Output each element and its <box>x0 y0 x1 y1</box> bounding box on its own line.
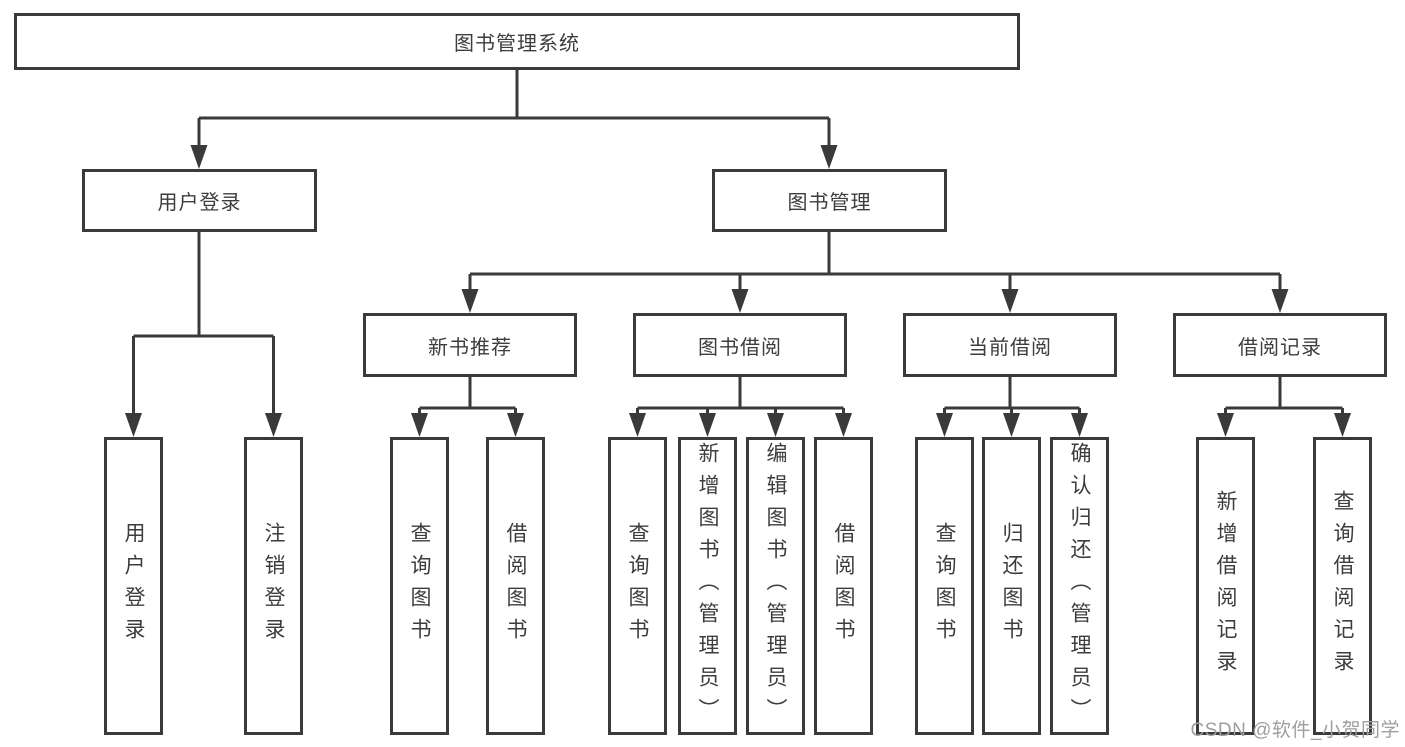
node-label: 借阅记录 <box>1238 336 1322 359</box>
node-label: 用户登录 <box>157 192 242 214</box>
leaf-borrow-books-recommend: 借阅图书 <box>486 437 545 735</box>
leaf-add-borrow-record: 新增借阅记录 <box>1196 437 1255 735</box>
node-root-library-system: 图书管理系统 <box>14 13 1020 70</box>
leaf-add-books-admin: 新增图书（管理员） <box>678 437 737 735</box>
leaf-query-books-current: 查询图书 <box>915 437 974 735</box>
csdn-watermark: CSDN @软件_小贺同学 <box>1190 720 1400 741</box>
node-label: 当前借阅 <box>968 336 1052 359</box>
leaf-logout: 注销登录 <box>244 437 303 735</box>
connector-bookmgmt-to-level3 <box>461 232 1289 313</box>
connector-newbook-to-leaves <box>411 377 524 437</box>
leaf-confirm-return-admin: 确认归还（管理员） <box>1050 437 1109 735</box>
leaf-query-books-borrowing: 查询图书 <box>608 437 667 735</box>
node-label: 图书管理 <box>787 192 872 214</box>
node-new-book-recommendation: 新书推荐 <box>363 313 577 377</box>
node-book-management: 图书管理 <box>712 169 947 232</box>
node-borrowing-records: 借阅记录 <box>1173 313 1387 377</box>
node-book-borrowing: 图书借阅 <box>633 313 847 377</box>
leaf-return-books: 归还图书 <box>982 437 1041 735</box>
connector-borrowrecords-to-leaves <box>1217 377 1351 437</box>
leaf-edit-books-admin: 编辑图书（管理员） <box>746 437 805 735</box>
leaf-borrow-books: 借阅图书 <box>814 437 873 735</box>
node-current-borrowing: 当前借阅 <box>903 313 1117 377</box>
connector-bookborrow-to-leaves <box>629 377 852 437</box>
leaf-query-borrow-record: 查询借阅记录 <box>1313 437 1372 735</box>
connector-userlogin-to-leaves <box>125 232 282 437</box>
node-label: 新书推荐 <box>428 336 512 359</box>
node-label: 图书借阅 <box>698 336 782 359</box>
node-label: 图书管理系统 <box>454 33 580 55</box>
connector-currentborrow-to-leaves <box>936 377 1088 437</box>
connector-root-to-level2 <box>190 70 838 169</box>
leaf-query-books-recommend: 查询图书 <box>390 437 449 735</box>
node-user-login: 用户登录 <box>82 169 317 232</box>
leaf-user-login: 用户登录 <box>104 437 163 735</box>
